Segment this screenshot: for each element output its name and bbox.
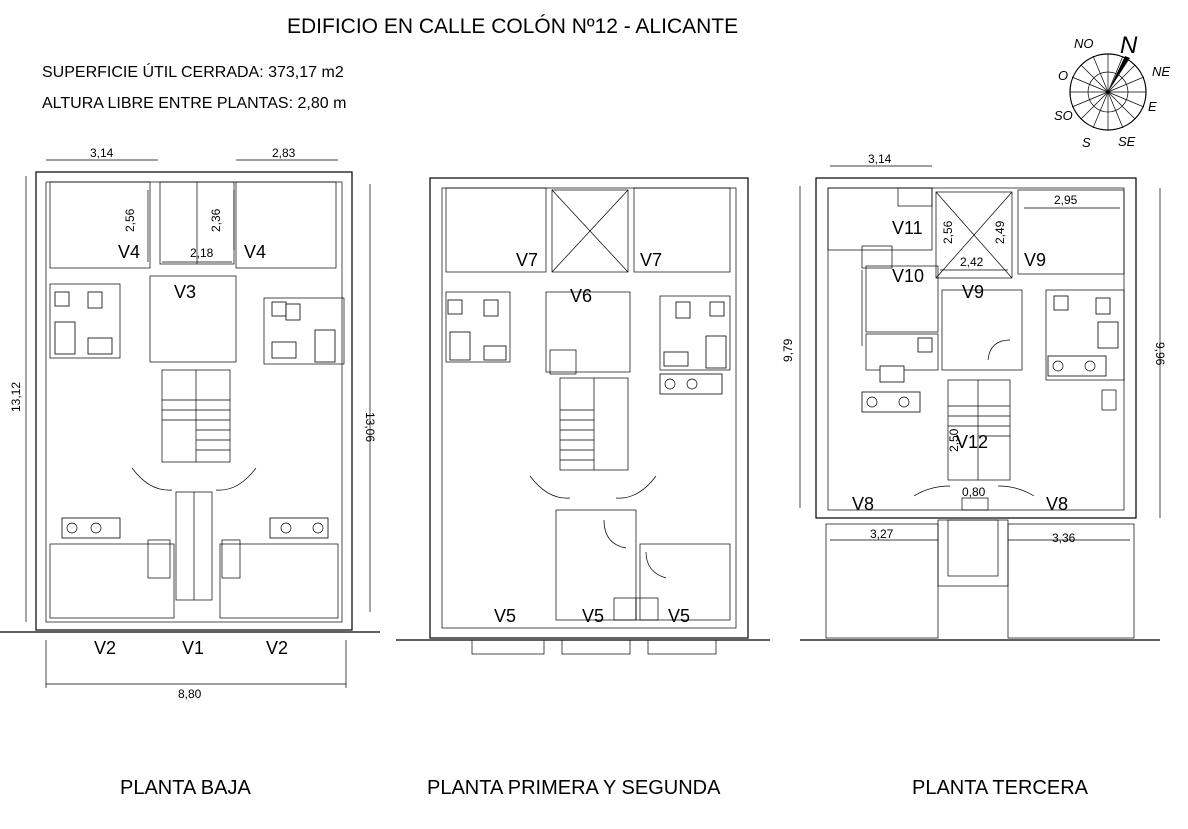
compass-ne: NE (1152, 64, 1170, 79)
dim3-right: 9,96 (1153, 342, 1167, 366)
dim3-bottom-left: 3,27 (870, 527, 894, 541)
window-v12: V12 (956, 432, 988, 452)
compass-s: S (1082, 135, 1091, 150)
third-floor-plan: 3,14 2,95 9,79 9,96 2,56 2,49 2,42 2,50 … (781, 152, 1167, 641)
dim3-left: 9,79 (781, 338, 795, 362)
compass-rose: N NE E SE S SO O NO (1054, 32, 1170, 150)
window-v7-left: V7 (516, 250, 538, 270)
dim-left: 13,12 (9, 382, 23, 412)
dim3-top-right: 2,95 (1054, 193, 1078, 207)
window-v10: V10 (892, 266, 924, 286)
window-v6: V6 (570, 286, 592, 306)
caption-first-second-floor: PLANTA PRIMERA Y SEGUNDA (427, 777, 721, 799)
window-v2-right: V2 (266, 638, 288, 658)
dim-right: 13,06 (363, 412, 377, 442)
window-v9-top: V9 (1024, 250, 1046, 270)
dim3-h2: 2,49 (993, 220, 1007, 244)
dim3-h1: 2,56 (941, 220, 955, 244)
dim3-top: 3,14 (868, 152, 892, 166)
dim-h2: 2,36 (209, 208, 223, 232)
compass-o: O (1058, 68, 1068, 83)
dim-top-left: 3,14 (90, 146, 114, 160)
dim-top-right: 2,83 (272, 146, 296, 160)
compass-so: SO (1054, 108, 1073, 123)
compass-se: SE (1118, 134, 1136, 149)
caption-ground-floor: PLANTA BAJA (120, 777, 251, 799)
window-v5-right: V5 (668, 606, 690, 626)
window-v4-right: V4 (244, 242, 266, 262)
window-v3: V3 (174, 282, 196, 302)
first-floor-plan: V7 V7 V6 V5 V5 V5 (396, 177, 770, 655)
dim-bottom: 8,80 (178, 687, 202, 701)
surface-area-label: SUPERFICIE ÚTIL CERRADA: 373,17 m2 (42, 64, 344, 81)
window-v1: V1 (182, 638, 204, 658)
floor-height-label: ALTURA LIBRE ENTRE PLANTAS: 2,80 m (42, 95, 347, 112)
dim-h1: 2,56 (123, 208, 137, 232)
window-v7-right: V7 (640, 250, 662, 270)
compass-north: N (1120, 32, 1138, 59)
north-arrow-icon (1108, 56, 1130, 92)
dim3-w2: 0,80 (962, 485, 986, 499)
window-v8-right: V8 (1046, 494, 1068, 514)
window-v8-left: V8 (852, 494, 874, 514)
window-v9-mid: V9 (962, 282, 984, 302)
window-v4-left: V4 (118, 242, 140, 262)
compass-e: E (1148, 99, 1157, 114)
window-v5-left: V5 (494, 606, 516, 626)
drawing-title: EDIFICIO EN CALLE COLÓN Nº12 - ALICANTE (287, 15, 739, 38)
window-v11: V11 (892, 218, 923, 238)
compass-no: NO (1074, 36, 1094, 51)
dim3-bottom-right: 3,36 (1052, 531, 1076, 545)
window-v5-mid: V5 (582, 606, 604, 626)
dim-w1: 2,18 (190, 246, 214, 260)
dim3-h3: 2,50 (947, 428, 961, 452)
caption-third-floor: PLANTA TERCERA (912, 777, 1088, 799)
ground-floor-plan: 3,14 2,83 13,12 13,06 8,80 2,56 2,36 2,1… (0, 146, 380, 701)
dim3-w1: 2,42 (960, 255, 984, 269)
window-v2-left: V2 (94, 638, 116, 658)
